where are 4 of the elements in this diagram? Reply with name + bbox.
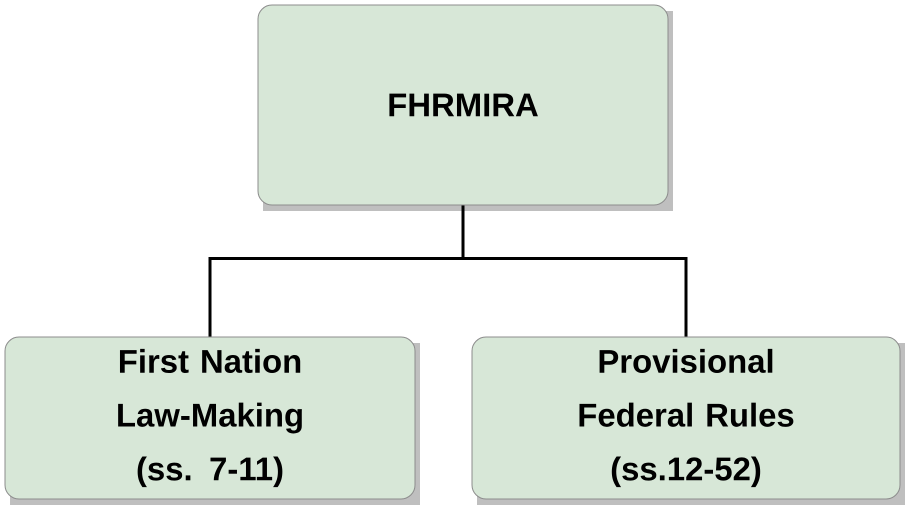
process-box: Provisional Federal Rules (ss.12-52) xyxy=(472,336,900,500)
connector xyxy=(462,206,688,336)
process-box: FHRMIRA xyxy=(258,4,668,206)
process-box: First Nation Law-Making (ss. 7-11) xyxy=(4,336,416,500)
